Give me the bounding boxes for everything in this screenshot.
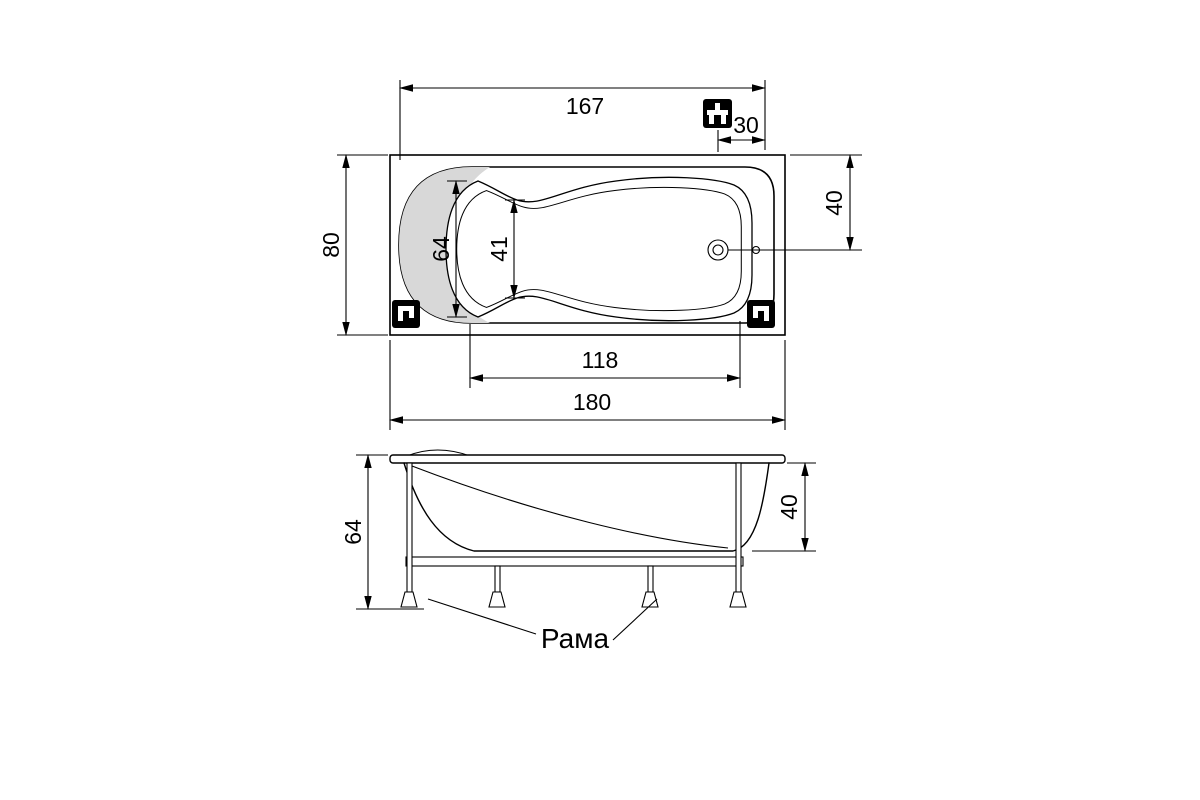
headrest-shaded-area [399, 167, 490, 323]
side-view: 64 40 Рама [340, 449, 816, 654]
frame-leg [735, 462, 742, 593]
drain-outer [707, 239, 729, 261]
dim-basin-length: 118 [469, 321, 741, 388]
dim-label-width: 80 [318, 232, 344, 258]
dim-label-drain-from-top: 40 [821, 190, 847, 216]
dim-label-basin-width: 64 [428, 236, 454, 262]
shell-inner-slope [411, 465, 729, 549]
frame-leg [494, 565, 501, 593]
mixer-tap-icon [703, 99, 732, 128]
dim-label-basin-waist: 41 [486, 236, 512, 262]
tap-icon-left [392, 300, 420, 328]
dim-label-shell-depth: 40 [776, 494, 802, 520]
icon-background [392, 300, 420, 328]
frame-foot [641, 591, 659, 608]
dim-width: 80 [318, 154, 388, 336]
drain-inner [712, 244, 724, 256]
dim-label-total-height: 64 [340, 519, 366, 545]
icon-background [747, 300, 775, 328]
frame-foot [729, 591, 747, 608]
rim-profile [389, 454, 786, 464]
dim-total-height: 64 [340, 454, 424, 610]
shell-profile [403, 462, 770, 552]
frame-foot [488, 591, 506, 608]
frame-callout: Рама [427, 598, 658, 654]
frame-leg [406, 462, 413, 593]
dim-label-drain-offset: 30 [733, 112, 759, 138]
top-view: 167 30 80 64 41 [318, 80, 862, 430]
dim-total-length: 180 [389, 340, 786, 430]
dim-drain-from-top: 40 [728, 154, 862, 251]
basin-bottom-line [456, 186, 742, 312]
frame-leg [647, 565, 654, 593]
dim-label-basin-length: 118 [582, 347, 619, 373]
frame-label: Рама [541, 623, 610, 654]
dim-basin-waist: 41 [486, 199, 525, 299]
dim-basin-width: 64 [428, 180, 467, 318]
dim-label-inner-length: 167 [566, 93, 604, 119]
tap-icon-right [747, 300, 775, 328]
frame-rail [405, 556, 744, 567]
dim-shell-depth: 40 [752, 462, 816, 552]
frame-foot [400, 591, 418, 608]
dim-label-total-length: 180 [573, 389, 611, 415]
dim-drain-offset: 30 [717, 112, 766, 152]
